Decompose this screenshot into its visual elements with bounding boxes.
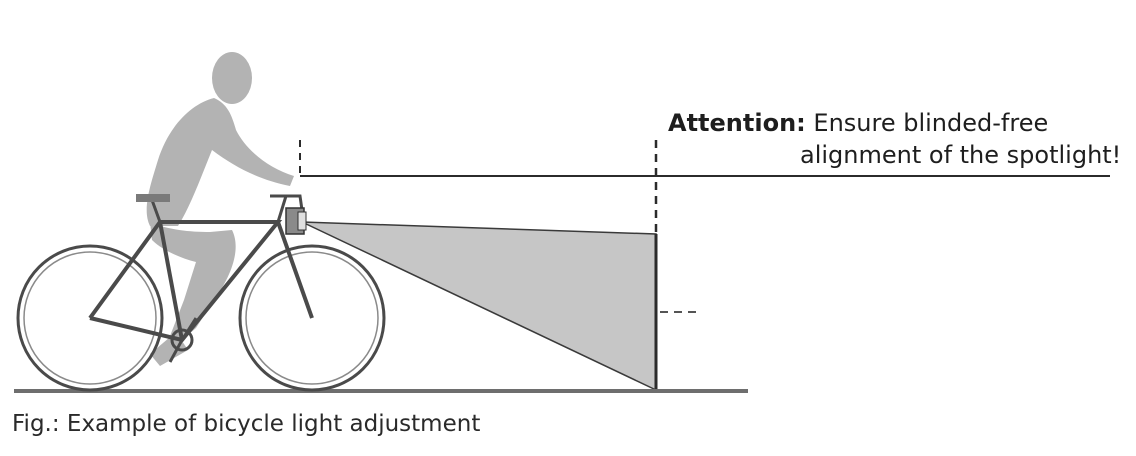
cyclist-silhouette [146,52,294,366]
figure-caption: Fig.: Example of bicycle light adjustmen… [12,411,481,437]
attention-title: Attention: [668,109,806,137]
bicycle-icon [16,194,386,392]
attention-line-2: alignment of the spotlight! [800,141,1122,169]
attention-text-1: Ensure blinded-free [813,109,1049,137]
light-beam [301,221,657,392]
headlight-icon [285,207,307,235]
front-wheel [238,244,386,392]
rear-wheel [16,244,164,392]
attention-line-1: Attention: Ensure blinded-free [668,108,1048,138]
